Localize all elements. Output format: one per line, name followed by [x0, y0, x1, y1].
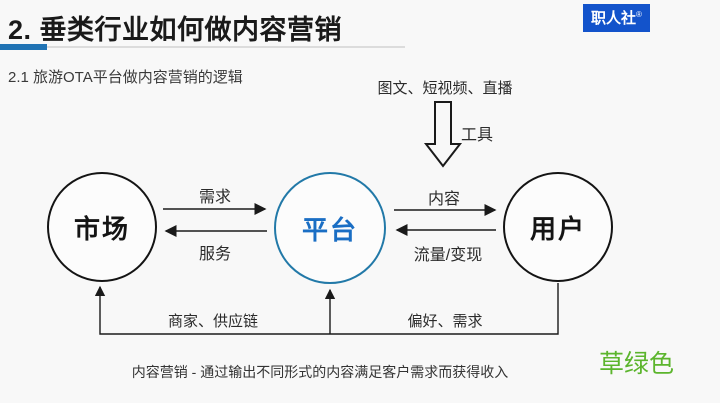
title-underline-blue	[0, 44, 47, 50]
node-market: 市场	[47, 172, 157, 282]
node-market-label: 市场	[73, 213, 130, 244]
tools-block-arrow	[423, 101, 463, 168]
edge-label-preference-demand: 偏好、需求	[407, 313, 483, 330]
tools-arrow-label: 工具	[461, 127, 494, 144]
node-platform-label: 平台	[301, 214, 358, 245]
color-note: 草绿色	[599, 350, 675, 378]
edge-label-content: 内容	[427, 191, 461, 208]
loop-user-to-market	[94, 283, 559, 335]
edge-label-demand: 需求	[198, 189, 232, 206]
edge-label-traffic-monetization: 流量/变现	[413, 247, 483, 264]
definition-caption: 内容营销 - 通过输出不同形式的内容满足客户需求而获得收入	[131, 364, 509, 380]
title-underline-gray	[0, 46, 405, 48]
registered-mark: ®	[636, 10, 642, 19]
slide-title: 2. 垂类行业如何做内容营销	[8, 15, 343, 45]
edge-label-service: 服务	[198, 246, 232, 263]
tools-list-label: 图文、短视频、直播	[377, 80, 513, 97]
logo-text: 职人社	[591, 10, 637, 27]
logo-badge: 职人社®	[583, 4, 650, 32]
node-platform: 平台	[274, 172, 386, 284]
node-user-label: 用户	[529, 213, 586, 244]
node-user: 用户	[503, 172, 613, 282]
edge-label-merchants-supply-chain: 商家、供应链	[167, 313, 259, 330]
section-subtitle: 2.1 旅游OTA平台做内容营销的逻辑	[8, 69, 243, 86]
